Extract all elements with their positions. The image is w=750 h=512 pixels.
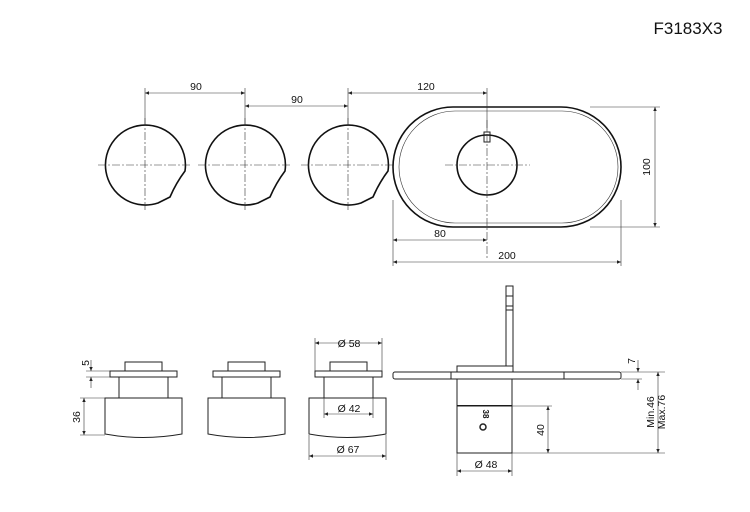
handle-side-3 (308, 361, 387, 438)
mixer-top (392, 106, 622, 258)
handle-top-2 (198, 118, 292, 212)
handle-side-1 (104, 361, 183, 438)
body-marking: 38 (481, 410, 490, 419)
dim-dia-67: Ø 67 (337, 444, 360, 456)
dim-90-a: 90 (190, 81, 202, 93)
handle-top-1 (98, 118, 192, 212)
dim-120: 120 (417, 81, 435, 93)
dim-40: 40 (535, 424, 547, 436)
dim-80: 80 (434, 228, 446, 240)
mixer-side-view: 38 7 40 Min.46 Max.76 Ø 48 (392, 285, 668, 476)
dim-100: 100 (641, 158, 653, 176)
product-code: F3183X3 (654, 19, 723, 38)
dim-max-76: Max.76 (656, 395, 668, 430)
dim-90-b: 90 (291, 94, 303, 106)
top-view: 90 90 120 100 80 200 (98, 81, 660, 266)
dim-dia-58: Ø 58 (338, 338, 361, 350)
dim-dia-42: Ø 42 (338, 403, 361, 415)
dim-min-46: Min.46 (645, 396, 657, 428)
dim-5: 5 (80, 360, 92, 366)
handle-side-2 (207, 361, 286, 438)
dim-7: 7 (626, 358, 638, 364)
dim-200: 200 (498, 250, 516, 262)
dim-dia-48: Ø 48 (475, 459, 498, 471)
dim-36: 36 (71, 411, 83, 423)
side-views: 5 36 Ø 58 Ø 42 Ø 67 (71, 338, 387, 460)
handle-top-3 (301, 118, 395, 212)
